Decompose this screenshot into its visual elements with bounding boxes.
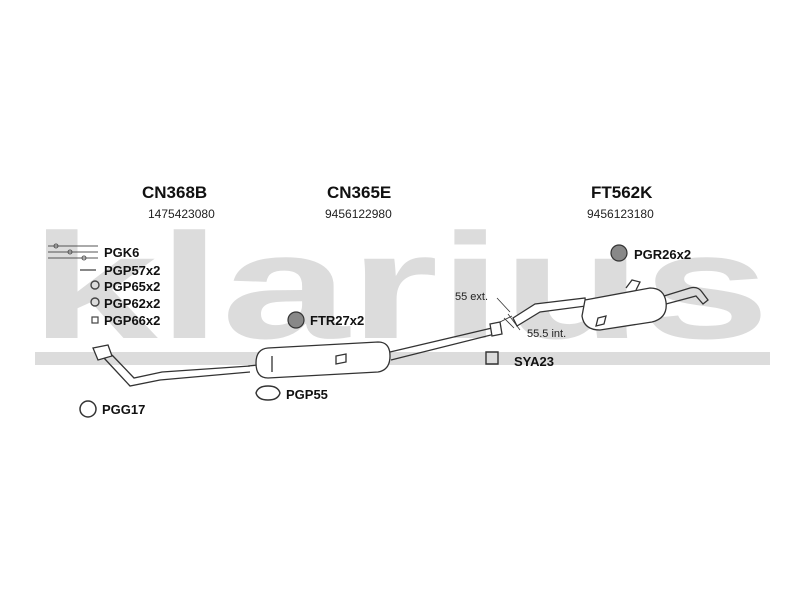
fitting-label-pgp66: PGP66x2 [104, 313, 161, 328]
fitting-label-pgp62: PGP62x2 [104, 296, 161, 311]
saddle-clamp-icon [485, 351, 499, 365]
front-pipe-drawing [92, 344, 251, 387]
bolt-kit-icon [48, 243, 98, 261]
part-number-front-pipe: 1475423080 [148, 207, 215, 221]
fitting-label-pgp57: PGP57x2 [104, 263, 161, 278]
part-code-front-pipe: CN368B [142, 183, 208, 202]
rubber-mount-icon [287, 311, 305, 329]
fitting-label-pgr26: PGR26x2 [634, 247, 692, 262]
part-number-centre-silencer: 9456122980 [325, 207, 392, 221]
gasket-ring-icon [79, 400, 97, 418]
nut-icon [90, 280, 100, 290]
watermark-logo: klarius [30, 202, 770, 370]
note-external-diameter: 55 ext. [455, 291, 489, 303]
clamp-ring-icon [255, 385, 281, 401]
washer-icon [90, 297, 100, 307]
part-code-rear-silencer: FT562K [591, 183, 653, 202]
dimension-lines [496, 297, 521, 331]
fitting-label-pgk6: PGK6 [104, 245, 140, 260]
watermark-underline [35, 352, 770, 365]
fitting-label-sya23: SYA23 [514, 354, 554, 369]
note-internal-diameter: 55.5 int. [527, 328, 567, 340]
fitting-label-ftr27: FTR27x2 [310, 313, 365, 328]
part-code-centre-silencer: CN365E [327, 183, 392, 202]
fitting-label-pgp65: PGP65x2 [104, 279, 161, 294]
fitting-label-pgg17: PGG17 [102, 402, 146, 417]
fitting-label-pgp55: PGP55 [286, 387, 328, 402]
part-number-rear-silencer: 9456123180 [587, 207, 654, 221]
centre-silencer-drawing [247, 321, 503, 379]
rear-mount-icon [610, 244, 628, 262]
small-nut-icon [91, 316, 99, 324]
